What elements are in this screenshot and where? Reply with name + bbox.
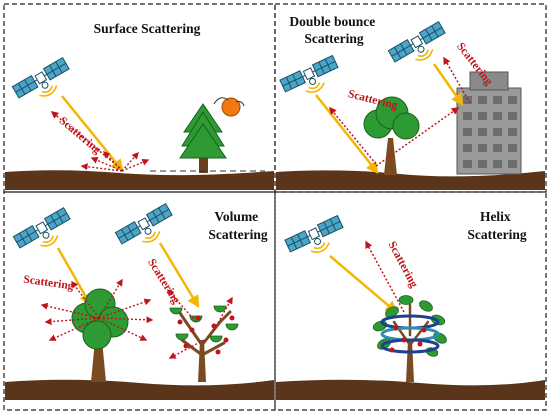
branching-tree-icon xyxy=(169,305,239,382)
ground-double-bounce xyxy=(276,170,545,190)
scattering-label: Scattering xyxy=(386,239,420,289)
scattering-label: Scattering xyxy=(23,274,75,293)
incident-beam xyxy=(315,94,379,174)
incident-beam xyxy=(61,95,124,172)
panel-border-helix xyxy=(274,191,547,411)
panel-helix-scattering: Helix Scattering Scattering xyxy=(284,209,527,382)
panel-title-helix: Helix Scattering xyxy=(467,209,526,242)
sun-icon xyxy=(213,97,245,117)
satellite-icon xyxy=(12,206,78,260)
helix-tree-icon xyxy=(372,295,447,382)
scattering-label: Scattering xyxy=(57,115,104,157)
satellite-icon xyxy=(387,20,453,74)
panel-surface-scattering: Surface Scattering Scattering xyxy=(11,21,265,173)
backscatter-arrow xyxy=(365,240,405,313)
satellite-icon xyxy=(114,202,180,256)
panel-double-bounce-scattering: Double bounce Scattering xyxy=(279,14,522,175)
panel-title-double-bounce: Double bounce Scattering xyxy=(289,14,378,46)
tree-icon xyxy=(363,96,420,175)
volume-scatter-arrows xyxy=(167,288,233,359)
building-icon xyxy=(456,71,522,175)
panel-volume-scattering: Volume Scattering Scattering Scattering xyxy=(12,202,268,382)
backscatter-arrow xyxy=(443,56,471,104)
volume-scatter-arrows xyxy=(40,278,154,341)
ground-volume xyxy=(5,379,274,400)
scattering-label: Scattering xyxy=(145,257,182,306)
backscatter-arrow xyxy=(50,111,121,169)
ground-strips xyxy=(5,170,545,400)
incident-beam xyxy=(158,242,200,309)
incident-beam xyxy=(329,255,398,314)
panel-border-double-bounce xyxy=(274,3,547,193)
pine-tree-icon xyxy=(179,103,227,173)
ground-helix xyxy=(276,379,545,400)
bounce-arrow xyxy=(375,107,460,167)
panel-borders xyxy=(3,3,547,411)
backscatter-arrow xyxy=(329,106,377,165)
scattering-label: Scattering xyxy=(347,88,399,112)
satellite-icon xyxy=(279,54,345,105)
surface-scatter-arrows xyxy=(80,150,150,172)
incident-beam xyxy=(56,247,92,307)
panel-title-volume: Volume Scattering xyxy=(208,209,267,242)
tree-icon xyxy=(71,288,129,382)
satellite-icon xyxy=(284,214,350,265)
panel-title-surface: Surface Scattering xyxy=(94,21,201,36)
incident-beam xyxy=(432,63,464,107)
ground-surface xyxy=(5,170,274,190)
